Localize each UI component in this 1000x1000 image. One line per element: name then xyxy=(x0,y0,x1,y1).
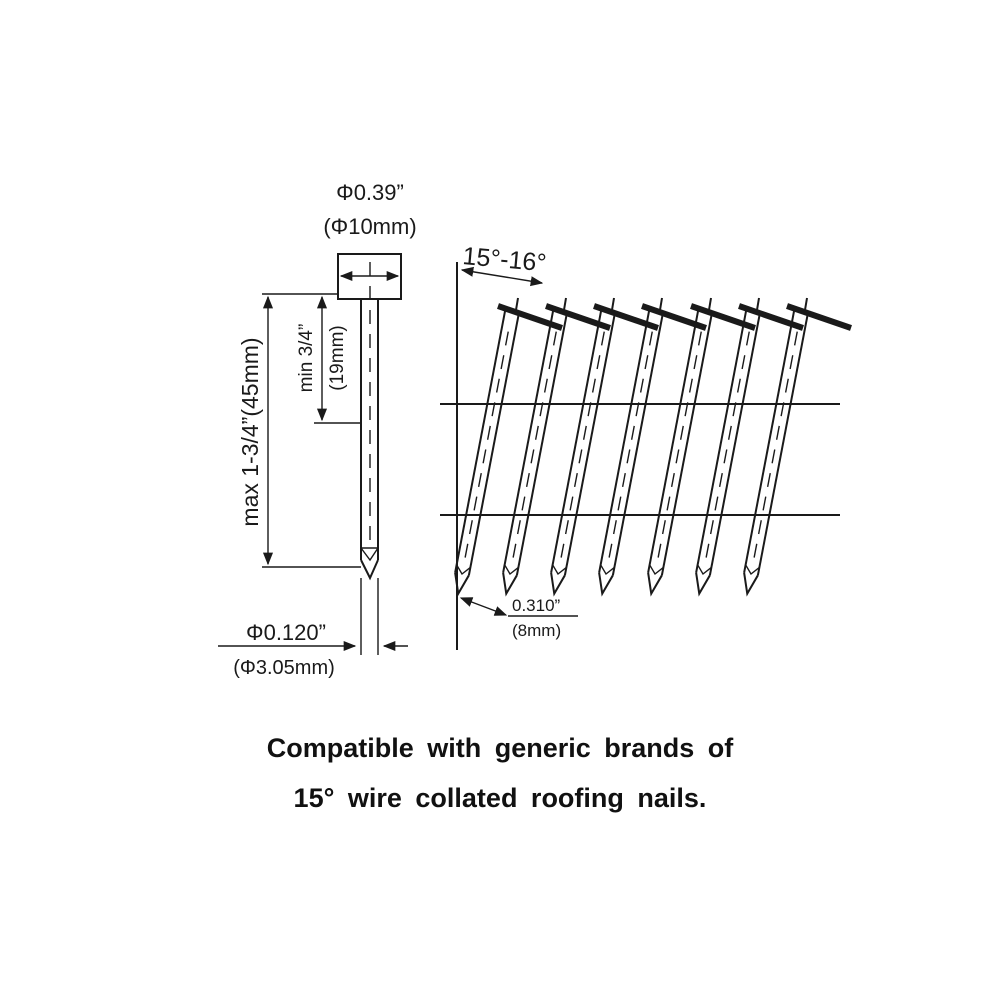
collated-nail-edge xyxy=(550,310,603,573)
collated-nail-center-line xyxy=(752,331,798,565)
collated-nail-edge xyxy=(563,313,616,576)
min-length-in-label: min 3/4” xyxy=(296,324,317,393)
shank-diameter-mm-label: (Φ3.05mm) xyxy=(233,657,335,679)
nail-point xyxy=(360,559,379,581)
collated-nail-bevel xyxy=(745,564,760,576)
max-length-label: max 1-3/4”(45mm) xyxy=(237,337,263,526)
shank-diameter-in-label: Φ0.120” xyxy=(246,620,326,645)
collated-nail-edge xyxy=(708,313,761,576)
collated-nail-top xyxy=(804,297,808,311)
collated-nail xyxy=(743,297,852,597)
collated-nail-bevel xyxy=(504,564,519,576)
collated-nail-edge xyxy=(515,313,568,576)
nail-point-bevel xyxy=(360,547,379,562)
collated-nail-edge xyxy=(660,313,713,576)
collated-nails-drawing: 15°-16° 0.310” (8mm) xyxy=(440,242,852,650)
collated-nail-bevel xyxy=(697,564,712,576)
collated-nail-point xyxy=(598,572,614,597)
spacing-in-label: 0.310” xyxy=(512,596,561,615)
collated-nail-point xyxy=(550,572,566,597)
collated-nail-center-line xyxy=(704,331,750,565)
head-diameter-mm-label: (Φ10mm) xyxy=(323,214,416,239)
collated-nail-bevel xyxy=(456,564,471,576)
collated-nail-group xyxy=(454,297,852,597)
collated-nail-edge xyxy=(454,310,507,573)
collated-nail-point xyxy=(695,572,711,597)
single-nail-drawing: Φ0.39” (Φ10mm) min 3/4” (19mm) max 1-3/4… xyxy=(218,180,417,679)
collated-nail-head xyxy=(786,303,852,331)
collated-nail-edge xyxy=(611,313,664,576)
collated-nail-top xyxy=(515,297,519,311)
collated-nail-point xyxy=(647,572,663,597)
collated-nail-center-line xyxy=(463,331,509,565)
collated-nail-center-line xyxy=(559,331,605,565)
collated-nail-center-line xyxy=(511,331,557,565)
head-diameter-in-label: Φ0.39” xyxy=(336,180,404,205)
collated-nail-top xyxy=(611,297,615,311)
collated-nail-edge xyxy=(743,310,796,573)
collated-nail-bevel xyxy=(552,564,567,576)
collated-nail-top xyxy=(756,297,760,311)
collated-nail-point xyxy=(454,572,470,597)
spacing-mm-label: (8mm) xyxy=(512,621,561,640)
collated-nail-center-line xyxy=(656,331,702,565)
collated-nail-edge xyxy=(502,310,555,573)
collated-nail-edge xyxy=(647,310,700,573)
collated-nail-bevel xyxy=(649,564,664,576)
collated-nail-top xyxy=(563,297,567,311)
collated-nail-edge xyxy=(695,310,748,573)
collated-nail-center-line xyxy=(607,331,653,565)
caption-line-1: Compatible with generic brands of xyxy=(266,733,734,763)
collation-angle-arrow xyxy=(460,266,544,287)
min-length-mm-label: (19mm) xyxy=(327,325,348,390)
caption-line-2: 15° wire collated roofing nails. xyxy=(293,783,707,813)
collated-nail-edge xyxy=(598,310,651,573)
collated-nail-point xyxy=(502,572,518,597)
spacing-arrow xyxy=(459,597,508,616)
collated-nail-point xyxy=(743,572,759,597)
collated-nail-bevel xyxy=(600,564,615,576)
collated-nail-edge xyxy=(467,313,520,576)
collated-nail-top xyxy=(708,297,712,311)
collated-nail xyxy=(550,297,659,597)
collated-nail-edge xyxy=(756,313,809,576)
collated-nail-top xyxy=(659,297,663,311)
